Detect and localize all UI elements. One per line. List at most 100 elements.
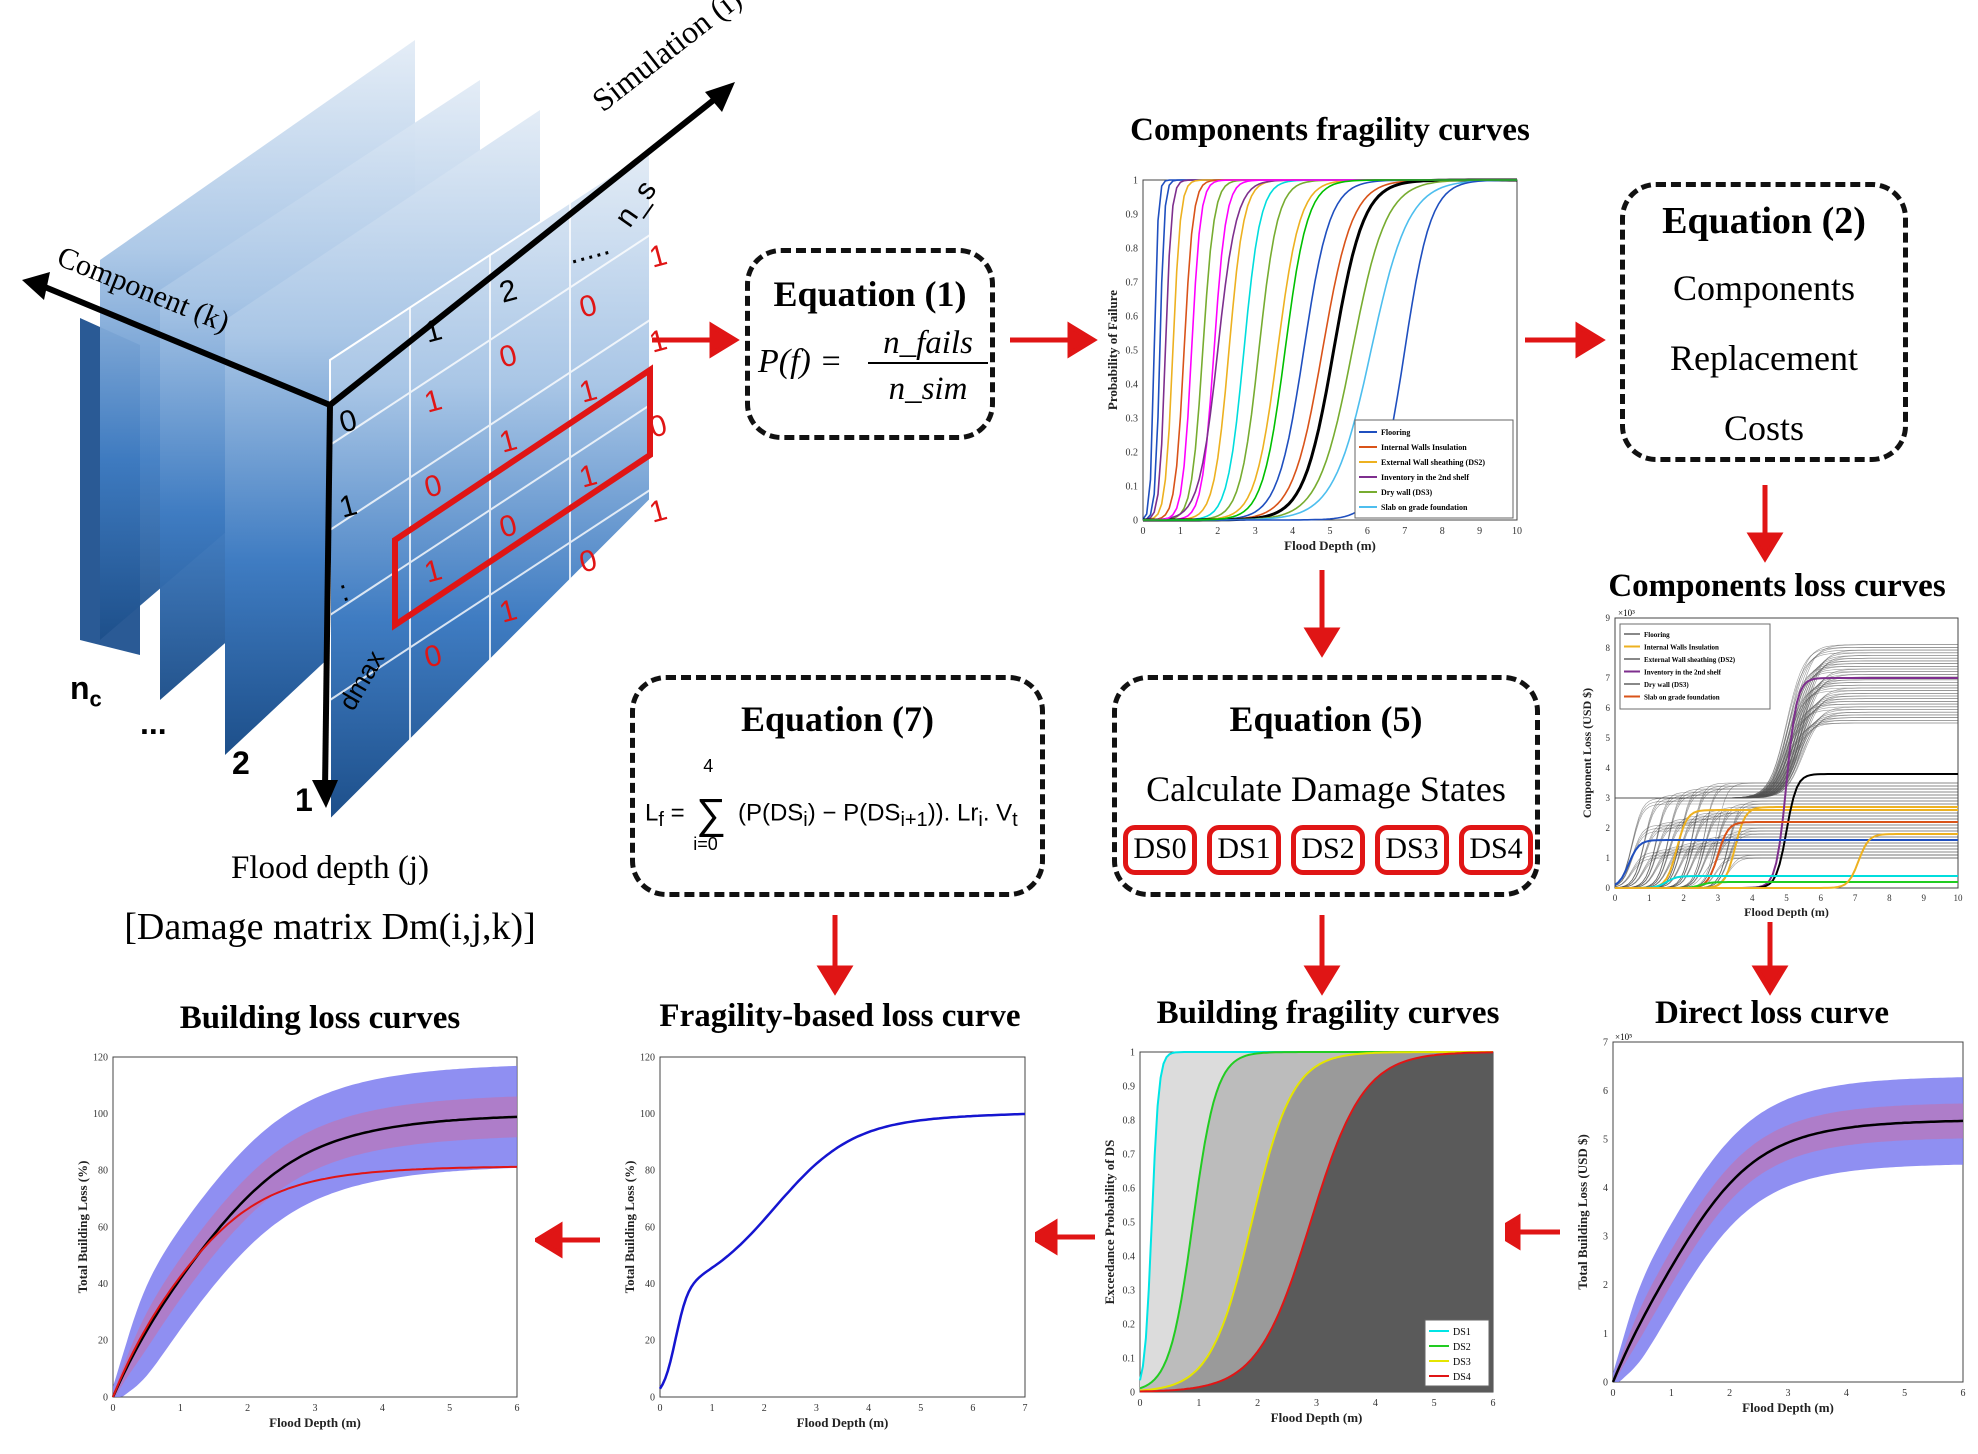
arrow-icon [532,1221,563,1259]
equation-1-box: Equation (1) P(f) = n_fails n_sim [745,248,995,440]
loss-curve-highlight [1615,875,1958,889]
arrow-icon [1746,532,1784,563]
equation-5-box: Equation (5) Calculate Damage States DS0… [1112,675,1540,897]
arrow-icon [1303,965,1341,996]
y-tick-label: 120 [640,1052,655,1063]
y-tick-label: 6 [1603,1086,1608,1097]
y-tick-label: 120 [93,1052,108,1063]
simulation-axis-arrow-icon [705,82,735,112]
legend-entry: External Wall sheathing (DS2) [1381,458,1485,467]
y-tick-label: 6 [1606,703,1611,713]
legend-entry: Slab on grade foundation [1644,694,1720,702]
y-exponent: ×10⁵ [1615,1032,1632,1042]
arrow-icon [1751,965,1789,996]
x-tick-label: 1 [1178,526,1183,537]
y-tick-label: 0.8 [1126,243,1139,254]
y-axis-label: Total Building Loss (USD $) [1575,1134,1590,1290]
equation-5-text: Calculate Damage States [1146,769,1506,809]
x-tick-label: 0 [1613,893,1618,903]
legend-entry: DS2 [1453,1342,1471,1353]
legend-box [1619,623,1771,710]
damage-state-ds3: DS3 [1375,825,1449,875]
layer-label-2: 2 [232,745,250,781]
loss-curve [1615,812,1958,889]
loss-curve [1614,824,1958,887]
confidence-band [1613,1103,1963,1382]
x-tick-label: 6 [1491,1398,1496,1409]
y-tick-label: 8 [1606,643,1611,653]
y-tick-label: 2 [1606,823,1611,833]
y-tick-label: 3 [1606,793,1611,803]
y-tick-label: 1 [1133,175,1138,186]
x-tick-label: 7 [1023,1403,1028,1414]
x-tick-label: 3 [1314,1398,1319,1409]
y-tick-label: 2 [1603,1280,1608,1291]
y-tick-label: 1 [1130,1047,1135,1058]
x-tick-label: 5 [447,1403,452,1414]
depth-axis-label: 1 [295,782,313,818]
equation-5-title: Equation (5) [1229,699,1423,739]
plot-frame [659,1056,1026,1398]
y-tick-label: 0.4 [1126,379,1139,390]
x-axis-label: Flood Depth (m) [1744,905,1829,918]
equation-7-formula: Lf = 4 ∑ i=0 (P(DSi) − P(DSi+1)). Lri. V… [645,756,1018,854]
x-tick-label: 8 [1887,893,1892,903]
x-tick-label: 2 [1215,526,1220,537]
layer-label-nc: nc [70,670,102,712]
scatter-band [113,1065,517,1397]
x-tick-label: 3 [814,1403,819,1414]
legend-entry: Flooring [1381,428,1410,437]
y-tick-label: 40 [645,1279,655,1290]
y-axis-label: Total Building Loss (%) [75,1161,90,1294]
equation-1-lhs: P(f) = [758,343,843,380]
y-tick-label: 0.2 [1123,1319,1136,1330]
sum-icon: ∑ [696,790,727,837]
damage-state-ds1: DS1 [1207,825,1281,875]
title-components-fragility: Components fragility curves [1130,112,1530,148]
x-tick-label: 1 [1196,1398,1201,1409]
y-tick-label: 0.1 [1123,1353,1136,1364]
legend-entry: Flooring [1644,631,1670,639]
x-tick-label: 1 [1669,1388,1674,1399]
equation-2-line: Costs [1723,408,1805,448]
y-tick-label: 20 [645,1336,655,1347]
x-tick-label: 5 [1432,1398,1437,1409]
damage-matrix-diagram [22,40,735,823]
damage-state-ds4: DS4 [1459,825,1533,875]
equation-1-numerator: n_fails [868,325,988,364]
mean-curve [1611,1119,1964,1383]
loss-curve [1615,800,1958,889]
layer-label-ellipsis: ... [140,705,167,741]
y-axis-label: Probability of Failure [1105,290,1120,410]
plot-frame [1612,1041,1964,1383]
legend-entry: Dry wall (DS3) [1381,488,1432,497]
x-tick-label: 0 [658,1403,663,1414]
equation-2-title: Equation (2) [1662,200,1866,242]
y-tick-label: 0 [1133,515,1138,526]
y-axis-label: Component Loss (USD $) [1580,688,1594,818]
x-axis-label: Flood Depth (m) [1284,538,1376,553]
mean-curve [111,1115,518,1398]
x-tick-label: 9 [1477,526,1482,537]
loss-curve-highlight [1614,839,1958,886]
y-tick-label: 0.1 [1126,481,1139,492]
x-tick-label: 0 [1138,1398,1143,1409]
y-tick-label: 0 [1606,883,1611,893]
y-tick-label: 4 [1606,763,1611,773]
y-tick-label: 9 [1606,613,1611,623]
y-tick-label: 0 [103,1392,108,1403]
ds-curve [1139,1051,1493,1392]
y-tick-label: 60 [645,1222,655,1233]
y-tick-label: 60 [98,1222,108,1233]
x-axis-label: Flood Depth (m) [269,1415,361,1430]
legend-entry: Slab on grade foundation [1381,503,1468,512]
loss-curve [1615,815,1958,889]
ds-curve [1139,1051,1494,1393]
x-tick-label: 3 [1716,893,1721,903]
legend-entry: Inventory in the 2nd shelf [1381,473,1469,482]
